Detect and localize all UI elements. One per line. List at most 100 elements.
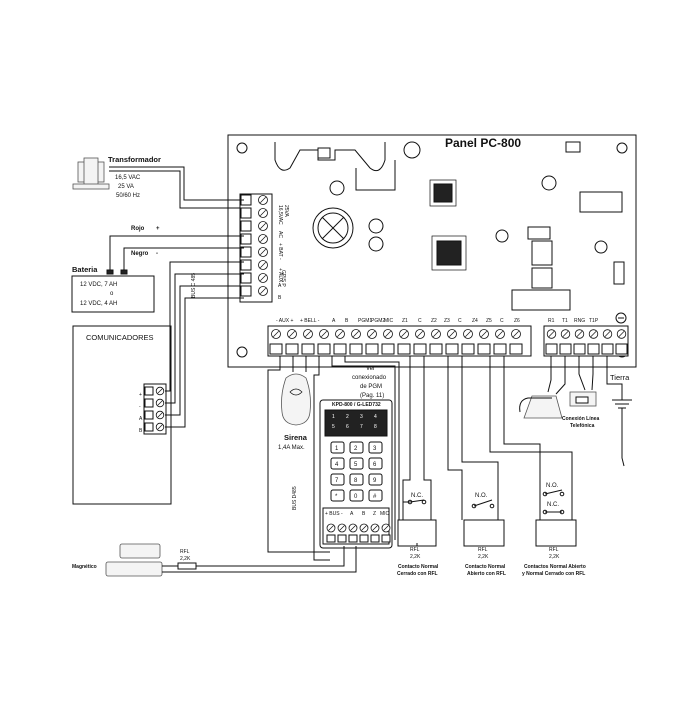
keypad-term-pad-4 (370, 534, 380, 543)
phone-term-pad-2 (573, 343, 586, 355)
siren-body (281, 373, 311, 426)
left-term-label-2: AC (277, 231, 283, 238)
keypad-bus-wire-2 (331, 356, 396, 540)
phone-wire-r1 (547, 356, 552, 393)
bus-wire-3 (165, 285, 244, 416)
keypad-term-label-0: + BUS - (325, 511, 343, 517)
keypad-key-0 (330, 441, 345, 454)
keypad-key-label-3: 4 (335, 462, 339, 468)
left-term-label-3: + BAT - (277, 243, 283, 260)
c2-switch-pivot (471, 503, 477, 509)
bottom-term-screw-14-slot (497, 331, 503, 337)
bottom-term-pad-7 (381, 343, 395, 355)
battery-title: Bateria (72, 265, 98, 274)
contact-2-caption-0: Contacto Normal (465, 564, 506, 570)
keypad-key-label-6: 7 (335, 478, 339, 484)
comm-term-pad-0 (144, 386, 154, 396)
keypad-led-0: 1 (332, 414, 335, 420)
keypad-model: KPD-800 / G-LED732 (332, 402, 381, 408)
phone-wire-t1 (555, 356, 566, 395)
phone-term-screw-3-slot (590, 331, 597, 337)
keypad-led-6: 7 (360, 424, 363, 430)
bottom-term-pad-3 (317, 343, 331, 355)
keypad-term-screw-3-slot (361, 525, 367, 531)
bottom-term-label-2: A (332, 318, 336, 324)
bottom-term-label-12: Z4 (472, 318, 478, 324)
contact-3-rfl: RFL (549, 547, 559, 553)
left-term-pad-5 (240, 259, 252, 271)
contact-1-state: N.C. (411, 493, 423, 499)
fuse-inner (317, 212, 349, 244)
magnet-part (119, 543, 161, 559)
cap-3 (368, 236, 384, 252)
bottom-term-label-13: Z5 (486, 318, 492, 324)
bottom-term-label-0: - AUX + (276, 318, 293, 324)
cap-7 (594, 240, 608, 254)
bottom-term-label-1: + BELL - (300, 318, 320, 324)
comm-term-block (143, 383, 167, 435)
keypad-key-7 (349, 473, 364, 486)
bottom-term-pad-1 (285, 343, 299, 355)
red-wire-plus: + (156, 226, 160, 232)
magnetic-resistor (177, 562, 197, 570)
ground-label: Tierra (610, 373, 630, 382)
siren-spec: 1,4A Max. (278, 445, 305, 451)
pgm-note-1: conexionado (352, 375, 387, 381)
phone-wire-rng (578, 356, 586, 391)
bottom-term-screw-0-slot (273, 331, 279, 337)
bottom-term-pad-2 (301, 343, 315, 355)
transformer-core (83, 157, 99, 187)
bottom-term-screw-10-slot (433, 331, 439, 337)
keypad-led-7: 8 (374, 424, 377, 430)
contact-3-box (535, 519, 577, 547)
transformer-title: Transformador (108, 155, 161, 164)
left-term-screw-3-slot (260, 236, 266, 242)
c3-no-pivot (542, 491, 548, 497)
keypad-key-11 (368, 489, 383, 502)
comm-pin-0: + (139, 392, 142, 398)
phone-term-label-1: T1 (562, 318, 568, 324)
left-term-screw-6-slot (260, 275, 266, 281)
top-connector (565, 141, 581, 153)
magnet-sensor (105, 561, 163, 577)
pgm-note-2: de PGM (360, 384, 382, 390)
transformer-spec-2: 50/60 Hz (116, 193, 140, 199)
c3-nc-contact (559, 509, 565, 515)
bottom-term-pad-10 (429, 343, 443, 355)
comm-pin-2: A (139, 416, 143, 422)
siren-wire-a (267, 356, 330, 553)
transformer: Transformador 16,5 VAC 25 VA 50/60 Hz (72, 155, 244, 209)
keypad-key-5 (368, 457, 383, 470)
bottom-term-pad-11 (445, 343, 459, 355)
mount-hole-tr (616, 142, 628, 154)
left-term-screw-4-slot (260, 249, 266, 255)
bottom-term-screw-8-slot (401, 331, 407, 337)
siren-title: Sirena (284, 433, 308, 442)
cap-6 (495, 229, 509, 243)
siren: Sirena 1,4A Max. BUS D485 (267, 356, 330, 553)
keypad-term-label-3: Z (373, 511, 376, 517)
black-wire-label: Negro (131, 251, 149, 257)
bus-wire-2 (165, 273, 244, 404)
left-term-label-4: + AUX - (277, 268, 283, 286)
magnetic-label: Magnético (72, 564, 97, 570)
keypad-term-screw-5-slot (383, 525, 389, 531)
keypad-led-3: 4 (374, 414, 377, 420)
keypad-led-2: 3 (360, 414, 363, 420)
bottom-term-pad-5 (349, 343, 363, 355)
comm-pin-3: B (139, 428, 143, 434)
contact-1-rfl: RFL (410, 547, 420, 553)
phone-term-screw-5-slot (618, 331, 625, 337)
red-wire-label: Rojo (131, 226, 145, 232)
keypad-display (324, 409, 388, 437)
phone-jack-port (575, 396, 589, 404)
ic-4 (531, 240, 553, 266)
bottom-term-screw-3-slot (321, 331, 327, 337)
bottom-term-label-3: B (345, 318, 349, 324)
battery-or: o (110, 291, 114, 297)
contact-3-value: 2,2K (549, 554, 560, 560)
left-term-screw-2-slot (260, 223, 266, 229)
keypad-term-pad-0 (326, 534, 336, 543)
left-term-screw-0-slot (260, 197, 266, 203)
